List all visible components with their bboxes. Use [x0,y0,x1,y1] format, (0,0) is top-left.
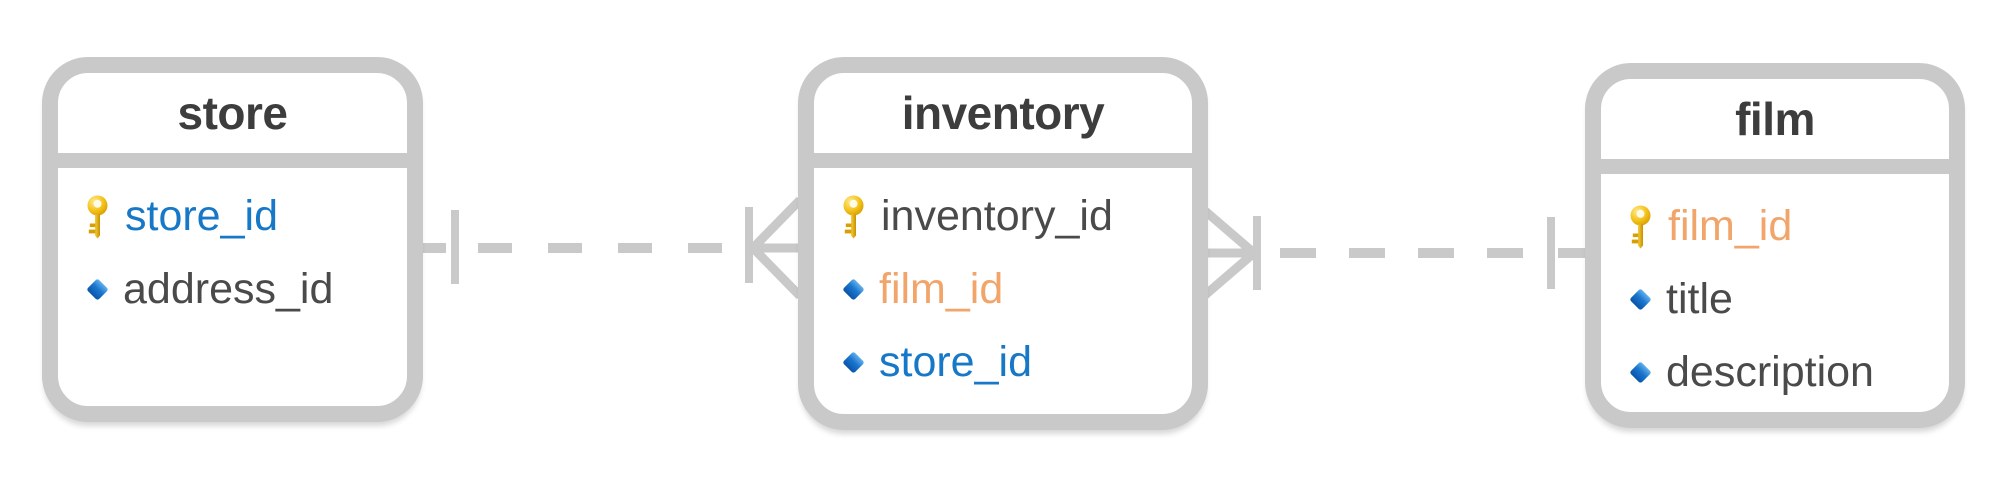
column-name: title [1666,275,1733,323]
column-row-inventory-film_id[interactable]: film_id [840,253,1192,326]
column-name: film_id [1668,202,1793,250]
key-icon [1627,205,1654,249]
key-icon [840,195,867,239]
table-inventory[interactable]: inventory inventory_id film_id store_id [798,57,1208,430]
table-film-columns: film_id title description [1601,174,1949,409]
column-name: store_id [125,192,278,240]
column-name: film_id [879,265,1004,313]
diamond-icon [842,278,865,301]
diamond-icon [1629,361,1652,384]
table-store[interactable]: store store_id address_id [42,57,423,422]
column-row-film-film_id[interactable]: film_id [1627,190,1949,263]
column-row-inventory-inventory_id[interactable]: inventory_id [840,180,1192,253]
table-film-title: film [1735,93,1815,145]
header-divider [58,153,407,168]
column-row-film-description[interactable]: description [1627,336,1949,409]
table-inventory-title: inventory [901,87,1105,139]
column-row-store-store_id[interactable]: store_id [84,180,407,253]
column-row-store-address_id[interactable]: address_id [84,253,407,326]
key-icon [84,195,111,239]
relationship-inventory-film[interactable] [1201,206,1595,300]
table-store-title: store [177,87,288,139]
diamond-icon [86,278,109,301]
column-row-film-title[interactable]: title [1627,263,1949,336]
column-name: description [1666,348,1874,396]
column-name: store_id [879,338,1032,386]
diamond-icon [842,351,865,374]
diamond-icon [1629,288,1652,311]
table-store-columns: store_id address_id [58,168,407,326]
relationship-store-inventory[interactable] [413,196,804,300]
table-film[interactable]: film film_id title description [1585,63,1965,428]
header-divider [1601,159,1949,174]
column-name: address_id [123,265,334,313]
header-divider [814,153,1192,168]
column-row-inventory-store_id[interactable]: store_id [840,326,1192,399]
table-inventory-columns: inventory_id film_id store_id [814,168,1192,399]
column-name: inventory_id [881,192,1113,240]
